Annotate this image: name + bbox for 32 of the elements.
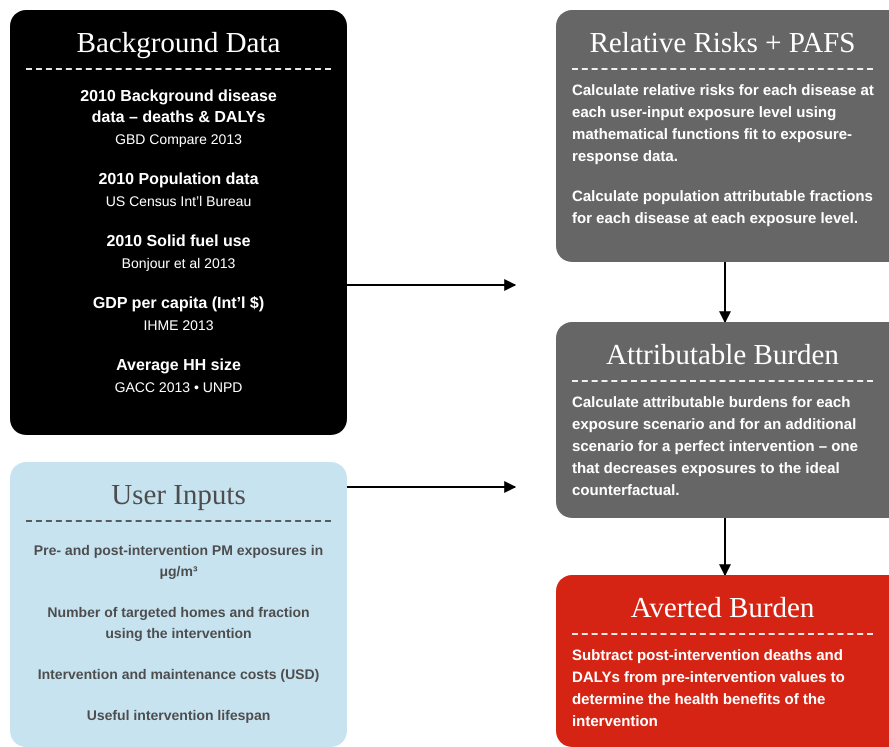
arrow [347, 279, 516, 291]
source-text: US Census Int’l Bureau [106, 192, 252, 211]
source-text: GACC 2013 • UNPD [114, 378, 242, 397]
source-text: GBD Compare 2013 [115, 130, 242, 149]
arrow [719, 262, 731, 324]
panel-title: Averted Burden [630, 591, 814, 625]
arrow [347, 481, 516, 493]
item-heading: 2010 Background disease data – deaths & DALYs [79, 87, 278, 128]
user-inputs-panel [10, 462, 347, 747]
input-item: Pre- and post-intervention PM exposures in μg/m³ [32, 541, 324, 581]
panel-title: Background Data [76, 26, 280, 60]
result-box [556, 575, 889, 747]
data-sources-panel [10, 10, 347, 435]
description-text: Calculate relative risks for each disease at each user-input exposure level using mathematical functions fit to exposure-response data. [572, 81, 875, 167]
input-item: Number of targeted homes and fraction using the intervention [46, 603, 311, 643]
item-heading: 2010 Population data [98, 170, 259, 190]
panel-title: User Inputs [111, 478, 246, 512]
item-heading: Average HH size [116, 356, 241, 376]
description-text: Calculate attributable burdens for each exposure scenario and for an additional scenario for a perfect intervention – one that decreases exposures to the ideal counterfactual. [572, 393, 859, 501]
process-box [556, 10, 889, 262]
panel-title: Relative Risks + PAFS [590, 26, 856, 60]
panel-title: Attributable Burden [606, 338, 839, 372]
arrow [719, 518, 731, 576]
description-text: Subtract post-intervention deaths and DALYs from pre-intervention values to determine the health benefits of the intervention [572, 646, 846, 732]
input-item: Intervention and maintenance costs (USD) [38, 665, 320, 684]
description-text: Calculate population attributable fractions for each disease at each exposure level. [572, 187, 874, 229]
item-heading: 2010 Solid fuel use [106, 232, 251, 252]
input-item: Useful intervention lifespan [86, 706, 270, 725]
item-heading: GDP per capita (Int’l $) [92, 294, 264, 314]
source-text: Bonjour et al 2013 [122, 254, 236, 273]
source-text: IHME 2013 [143, 316, 214, 335]
process-box [556, 322, 889, 518]
